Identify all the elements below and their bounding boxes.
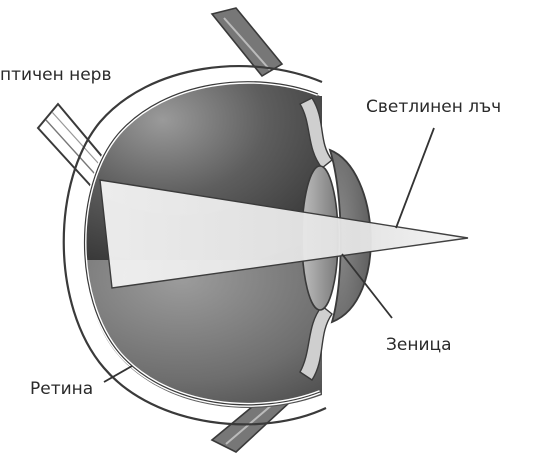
retina-label: Ретина [30, 379, 93, 399]
light-ray-label: Светлинен лъч [366, 97, 501, 117]
optic-nerve-label: птичен нерв [0, 65, 111, 85]
pupil-label: Зеница [386, 335, 452, 355]
light-ray-leader [396, 128, 434, 228]
